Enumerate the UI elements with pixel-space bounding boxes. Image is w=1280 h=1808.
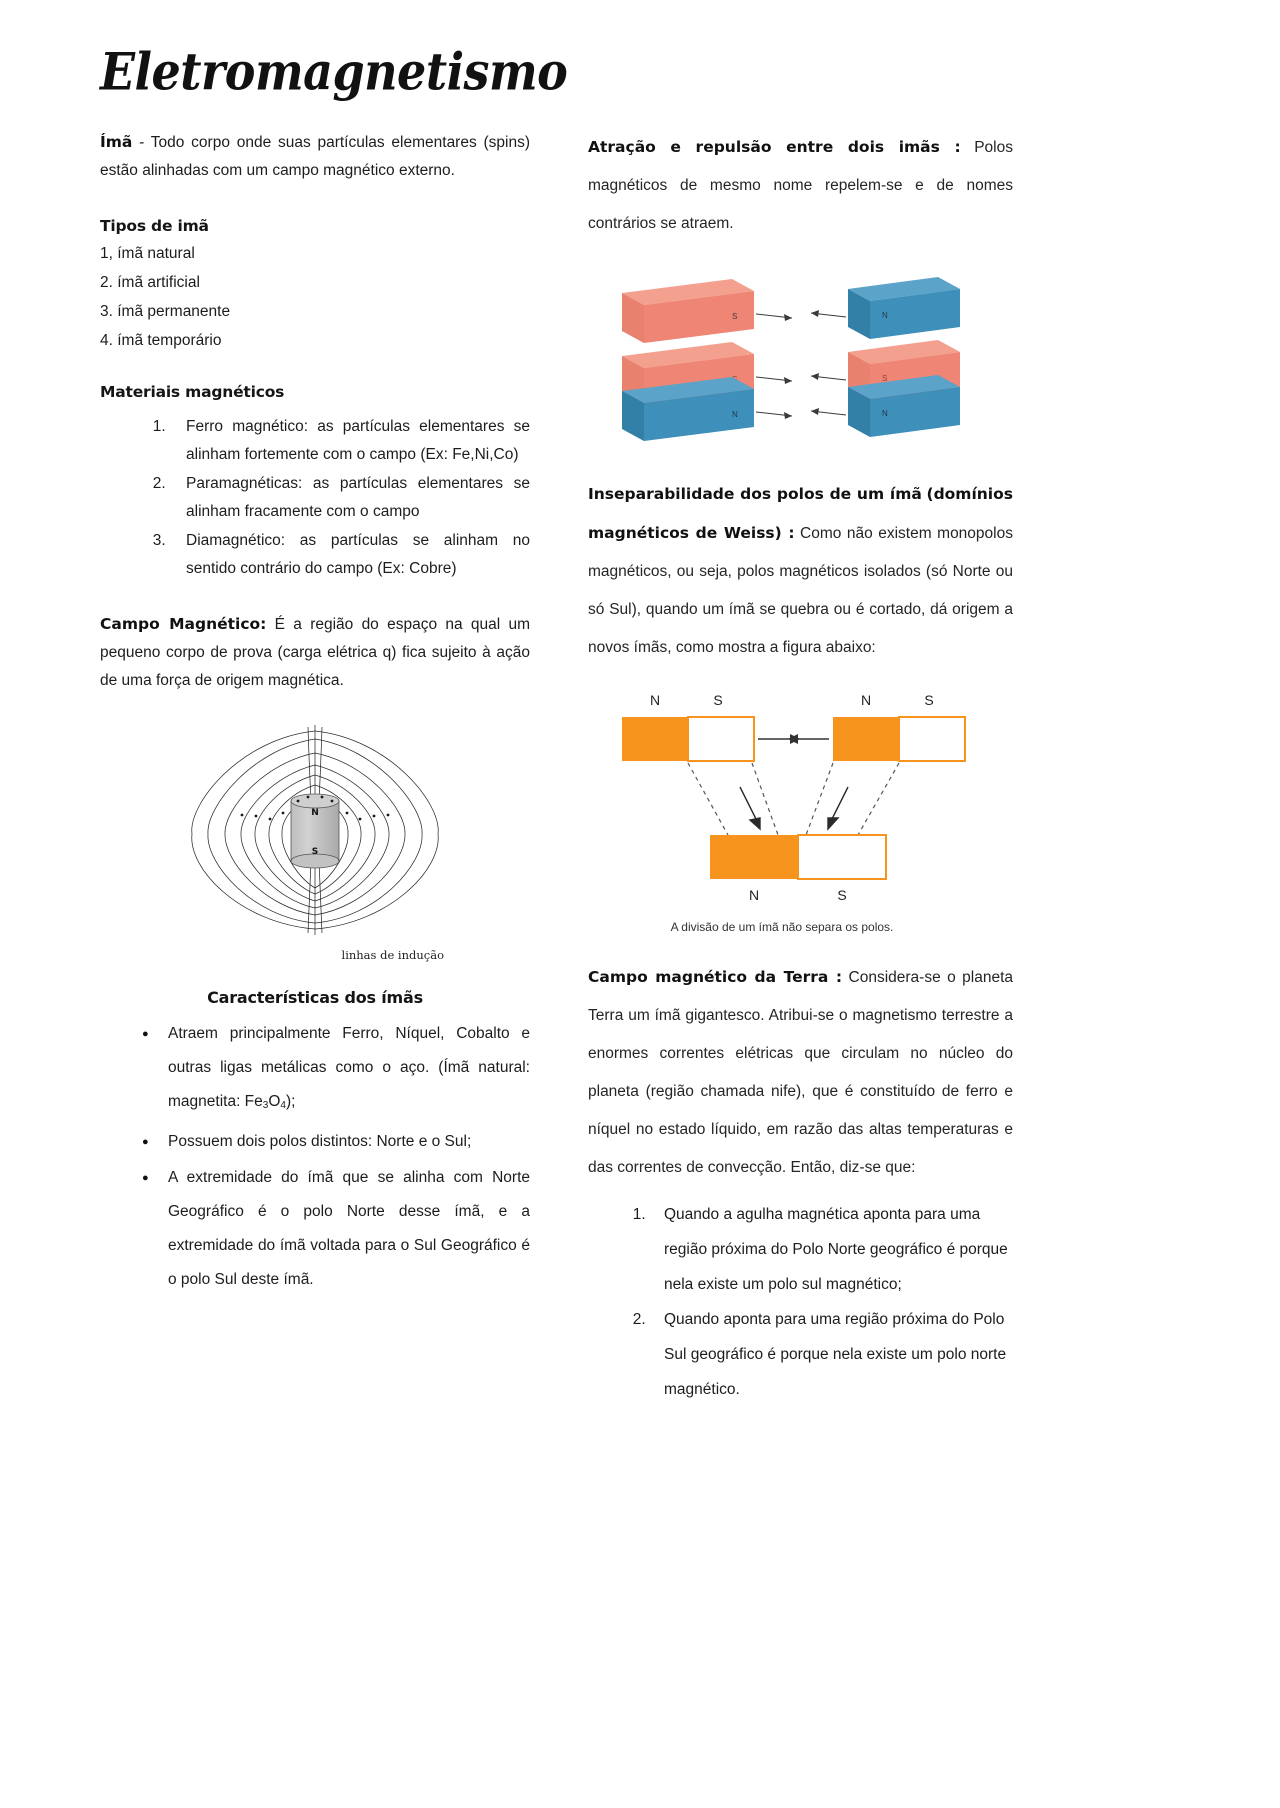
list-item-suffix: ); (285, 1093, 296, 1110)
inseparabilidade-label-line2: (domínios magnéticos de Weiss) : (588, 485, 1013, 542)
split-magnet-top-left: N S (622, 692, 800, 762)
pole-label: N (650, 692, 660, 708)
field-lines-caption: linhas de indução (341, 948, 444, 962)
pole-label: N (732, 410, 738, 419)
campo-magnetico-label: Campo Magnético: (100, 615, 267, 633)
list-item: Atraem principalmente Ferro, Níquel, Cob… (142, 1017, 530, 1123)
left-column: Ímã - Todo corpo onde suas partículas el… (100, 128, 530, 1299)
split-magnet-caption: A divisão de um ímã não separa os polos. (670, 920, 894, 934)
magnet-row-3: N N (622, 375, 960, 441)
subscript-3: 3 (262, 1100, 269, 1111)
magnet-body (290, 793, 340, 869)
campo-terra-list: Quando a agulha magnética aponta para um… (588, 1197, 1013, 1407)
atracao-repulsao-paragraph: Atração e repulsão entre dois imãs : Pol… (588, 128, 1013, 243)
list-item: 2. ímã artificial (100, 274, 200, 291)
pole-label: S (713, 692, 722, 708)
oxygen-symbol: O (268, 1093, 281, 1110)
list-item: Ferro magnético: as partículas elementar… (170, 413, 530, 469)
field-lines-svg: N S (191, 725, 439, 935)
magnetic-field-lines-figure: N S (180, 709, 450, 954)
campo-terra-label: Campo magnético da Terra : (588, 968, 843, 986)
list-item-text: Atraem principalmente Ferro, Níquel, Cob… (168, 1025, 530, 1110)
pole-south-label: S (312, 847, 318, 857)
list-item: 1, ímã natural (100, 245, 195, 262)
tipos-de-ima-heading: Tipos de imã (100, 217, 209, 235)
list-item: Diamagnético: as partículas se alinham n… (170, 527, 530, 583)
right-column: Atração e repulsão entre dois imãs : Pol… (588, 128, 1013, 1407)
pole-label: S (837, 887, 846, 903)
campo-magnetico-text: É a região do espaço na qual um pequeno … (100, 616, 530, 689)
caracteristicas-list: Atraem principalmente Ferro, Níquel, Cob… (100, 1017, 530, 1297)
inseparabilidade-label-line1: Inseparabilidade dos polos de um ímã (588, 485, 922, 503)
list-item: Possuem dois polos distintos: Norte e o … (142, 1125, 530, 1159)
pole-label: N (882, 409, 888, 418)
bar-magnets-figure: S N S (614, 261, 974, 461)
campo-terra-text: Considera-se o planeta Terra um ímã giga… (588, 969, 1013, 1176)
ima-definition-paragraph: Ímã - Todo corpo onde suas partículas el… (100, 128, 530, 185)
ima-definition-text: - Todo corpo onde suas partículas elemen… (100, 134, 530, 179)
atracao-repulsao-label: Atração e repulsão entre dois imãs : (588, 138, 961, 156)
pole-north-label: N (311, 808, 319, 818)
list-item: Quando aponta para uma região próxima do… (650, 1302, 1013, 1407)
campo-magnetico-paragraph: Campo Magnético: É a região do espaço na… (100, 610, 530, 695)
campo-terra-paragraph: Campo magnético da Terra : Considera-se … (588, 958, 1013, 1187)
list-item: A extremidade do ímã que se alinha com N… (142, 1161, 530, 1297)
materiais-magneticos-heading: Materiais magnéticos (100, 383, 285, 401)
split-magnet-figure: N S N S (600, 683, 966, 918)
tipos-de-ima-list: 1, ímã natural 2. ímã artificial 3. ímã … (100, 239, 530, 355)
list-item: 4. ímã temporário (100, 332, 222, 349)
atracao-repulsao-text: Polos magnéticos de mesmo nome repelem-s… (588, 139, 1013, 232)
pole-label: N (882, 311, 888, 320)
inseparabilidade-text: Como não existem monopolos magnéticos, o… (588, 525, 1013, 656)
page-title: Eletromagnetismo (100, 41, 568, 102)
split-magnet-svg: N S N S (622, 692, 966, 903)
pole-label: S (732, 312, 737, 321)
caracteristicas-heading: Características dos ímãs (207, 988, 423, 1007)
subscript-4: 4 (280, 1100, 286, 1111)
magnet-row-1: S N (622, 277, 960, 343)
bar-magnets-svg: S N S (622, 277, 960, 441)
pole-label: S (882, 374, 887, 383)
split-magnet-bottom: N S (710, 834, 887, 903)
list-item: Quando a agulha magnética aponta para um… (650, 1197, 1013, 1302)
inseparabilidade-paragraph: Inseparabilidade dos polos de um ímã (do… (588, 475, 1013, 667)
split-magnet-top-right: N S (788, 692, 966, 762)
pole-label: N (861, 692, 871, 708)
pole-label: N (749, 887, 759, 903)
materiais-magneticos-list: Ferro magnético: as partículas elementar… (100, 413, 530, 583)
pole-label: S (924, 692, 933, 708)
ima-definition-label: Ímã (100, 133, 133, 151)
list-item: 3. ímã permanente (100, 303, 231, 320)
list-item: Paramagnéticas: as partículas elementare… (170, 470, 530, 526)
